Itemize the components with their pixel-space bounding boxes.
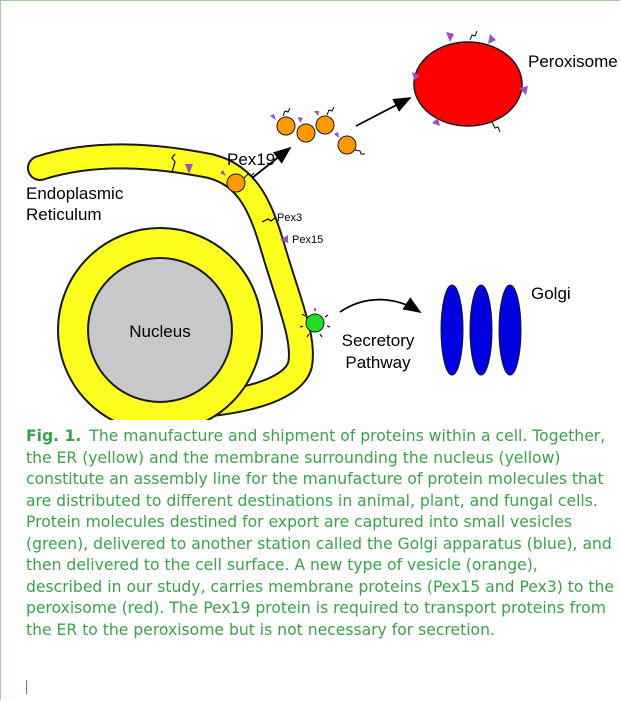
caption-text: The manufacture and shipment of proteins… [26,427,614,639]
pex3-label: Pex3 [277,212,302,224]
secretory-arrow [340,300,420,312]
figure-label: Fig. 1. [26,427,81,445]
er-label-line2: Reticulum [26,205,102,224]
diagram: Nucleus Pex3 Pex15 Endoplasmic Reticulum… [0,0,621,420]
pex15-label: Pex15 [292,234,323,246]
golgi [441,285,521,375]
secretory-label-line2: Pathway [345,353,411,372]
figure-caption: Fig. 1.The manufacture and shipment of p… [26,426,616,641]
caption-rule [26,680,27,694]
orange-vesicle-cluster [270,107,365,154]
peroxisome-arrow [356,98,410,126]
secretory-label-line1: Secretory [342,331,415,350]
peroxisome [412,31,528,132]
er-label-line1: Endoplasmic [26,184,124,203]
golgi-label: Golgi [531,284,571,303]
nucleus-label: Nucleus [129,322,190,341]
peroxisome-label: Peroxisome [528,52,618,71]
